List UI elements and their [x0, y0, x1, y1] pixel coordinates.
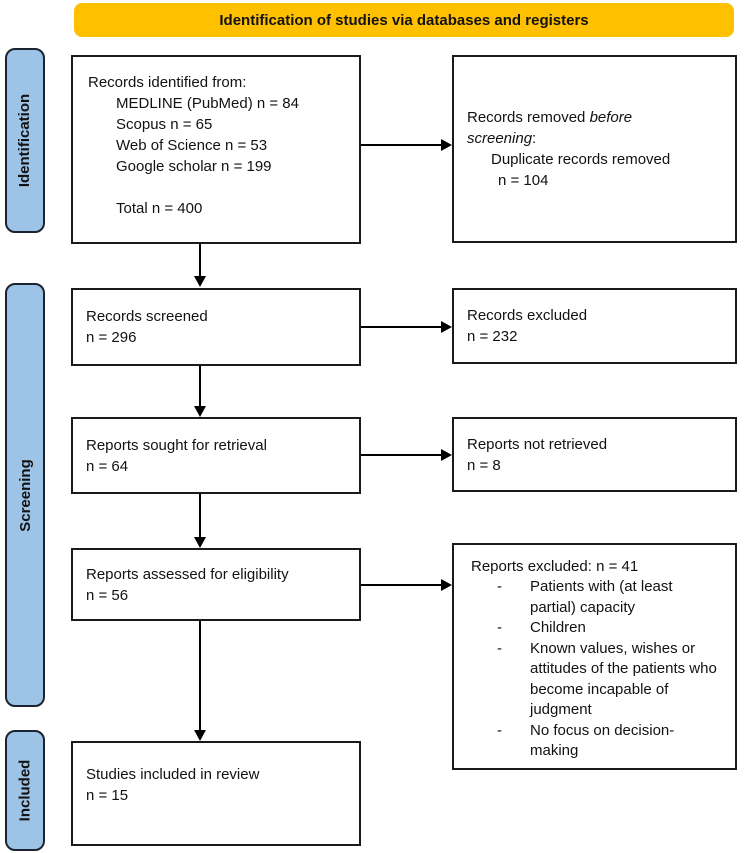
records-identified-source: Web of Science n = 53 — [116, 137, 268, 154]
records-removed-title-suffix: : — [532, 130, 537, 147]
box-reports-not-retrieved: Reports not retrieved n = 8 — [452, 417, 737, 492]
box-records-removed: Records removed before screening: Duplic… — [452, 55, 737, 243]
arrow-shaft — [361, 454, 443, 456]
stage-label-screening: Screening — [5, 283, 45, 707]
arrow-shaft — [361, 584, 443, 586]
arrow-shaft — [361, 144, 443, 146]
stage-label-included: Included — [5, 730, 45, 851]
exclusion-reason-text: Known values, wishes or attitudes of the… — [530, 639, 717, 719]
arrow-sought-to-not-retrieved — [361, 449, 452, 461]
reports-excluded-title: Reports excluded: n = 41 — [471, 558, 639, 575]
arrow-screened-to-sought — [194, 366, 206, 417]
reports-not-retrieved-count: n = 8 — [467, 456, 501, 474]
arrowhead-down-icon — [194, 406, 206, 417]
box-studies-included: Studies included in review n = 15 — [71, 741, 361, 846]
dash-bullet: - — [497, 619, 502, 636]
arrowhead-down-icon — [194, 537, 206, 548]
banner-title: Identification of studies via databases … — [219, 11, 589, 29]
arrow-shaft — [199, 366, 201, 408]
stage-label-included-text: Included — [16, 759, 34, 822]
stage-label-identification: Identification — [5, 48, 45, 233]
records-screened-title: Records screened — [86, 308, 208, 325]
records-removed-title-italic-1: before — [589, 109, 633, 126]
arrowhead-right-icon — [441, 579, 452, 591]
exclusion-reason-text: Patients with (at least partial) capacit… — [530, 578, 673, 616]
arrow-sought-to-assessed — [194, 494, 206, 548]
records-identified-title: Records identified from: — [88, 74, 247, 91]
arrow-identified-to-removed — [361, 139, 452, 151]
records-excluded-title: Records excluded — [467, 307, 588, 324]
exclusion-reason-text: Children — [530, 619, 586, 636]
exclusion-reasons-list: - Patients with (at least partial) capac… — [454, 577, 735, 762]
arrowhead-right-icon — [441, 139, 452, 151]
studies-included-count: n = 15 — [86, 787, 129, 804]
box-records-identified: Records identified from: MEDLINE (PubMed… — [71, 55, 361, 244]
arrow-screened-to-excluded — [361, 321, 452, 333]
exclusion-reason: - No focus on decision-making — [497, 721, 717, 762]
stage-label-screening-text: Screening — [16, 458, 34, 532]
records-identified-source: Google scholar n = 199 — [116, 158, 272, 175]
records-screened-count: n = 296 — [86, 329, 137, 346]
box-reports-excluded: Reports excluded: n = 41 - Patients with… — [452, 543, 737, 770]
records-identified-total: Total n = 400 — [116, 200, 203, 217]
exclusion-reason: - Children — [497, 618, 717, 639]
records-removed-title-pre: Records removed — [467, 109, 590, 126]
records-identified-source: Scopus n = 65 — [116, 116, 213, 133]
arrow-shaft — [199, 244, 201, 278]
dash-bullet: - — [497, 578, 502, 595]
reports-sought-count: n = 64 — [86, 457, 129, 475]
blank-line — [88, 177, 353, 198]
box-records-screened: Records screened n = 296 — [71, 288, 361, 366]
records-removed-title-italic-2: screening — [467, 130, 533, 147]
arrow-shaft — [361, 326, 443, 328]
box-reports-assessed: Reports assessed for eligibility n = 56 — [71, 548, 361, 621]
stage-label-identification-text: Identification — [16, 93, 34, 188]
records-removed-title: Records removed before screening: — [467, 107, 735, 149]
arrowhead-right-icon — [441, 321, 452, 333]
arrow-shaft — [199, 494, 201, 539]
reports-sought-title: Reports sought for retrieval — [86, 436, 267, 454]
arrow-assessed-to-included — [194, 621, 206, 741]
reports-assessed-title: Reports assessed for eligibility — [86, 565, 289, 583]
exclusion-reason: - Known values, wishes or attitudes of t… — [497, 639, 717, 721]
exclusion-reason: - Patients with (at least partial) capac… — [497, 577, 717, 618]
arrowhead-down-icon — [194, 276, 206, 287]
dash-bullet: - — [497, 721, 502, 739]
dash-bullet: - — [497, 639, 502, 657]
records-excluded-count: n = 232 — [467, 328, 518, 345]
banner: Identification of studies via databases … — [74, 3, 734, 37]
records-removed-count: n = 104 — [498, 172, 549, 189]
arrow-shaft — [199, 621, 201, 732]
arrowhead-right-icon — [441, 449, 452, 461]
studies-included-title: Studies included in review — [86, 766, 260, 783]
records-identified-source: MEDLINE (PubMed) n = 84 — [116, 95, 299, 112]
exclusion-reason-text: No focus on decision-making — [530, 721, 675, 760]
records-removed-detail: Duplicate records removed — [491, 151, 671, 168]
arrowhead-down-icon — [194, 730, 206, 741]
box-records-excluded: Records excluded n = 232 — [452, 288, 737, 364]
arrow-identified-to-screened — [194, 244, 206, 287]
box-reports-sought: Reports sought for retrieval n = 64 — [71, 417, 361, 494]
reports-assessed-count: n = 56 — [86, 586, 129, 604]
reports-not-retrieved-title: Reports not retrieved — [467, 435, 608, 453]
arrow-assessed-to-reports-excluded — [361, 579, 452, 591]
